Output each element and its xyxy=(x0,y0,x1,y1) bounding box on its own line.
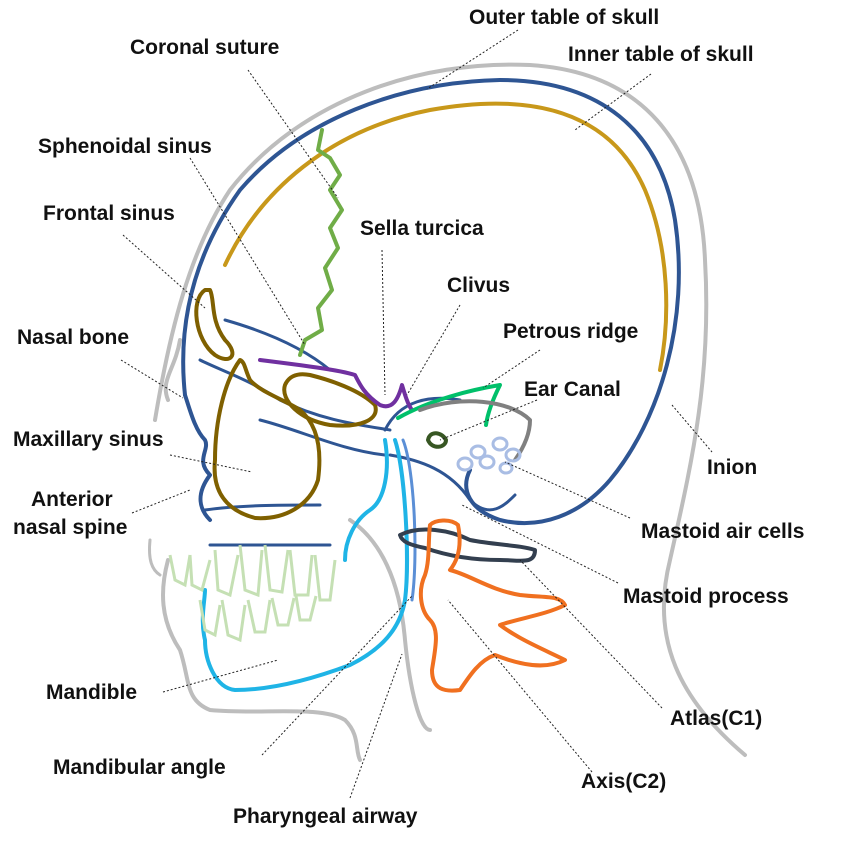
label-anterior-nasal-spine-line1: Anterior xyxy=(31,488,113,511)
label-petrous-ridge: Petrous ridge xyxy=(503,320,638,343)
atlas-c1 xyxy=(398,527,537,563)
label-ear-canal: Ear Canal xyxy=(524,378,621,401)
teeth xyxy=(168,544,337,643)
label-mandible: Mandible xyxy=(46,681,137,704)
label-mastoid-air-cells: Mastoid air cells xyxy=(641,520,804,543)
mastoid-process-outline xyxy=(418,399,532,462)
ear-canal xyxy=(426,431,448,449)
label-sphenoidal-sinus: Sphenoidal sinus xyxy=(38,135,212,158)
label-coronal-suture: Coronal suture xyxy=(130,36,279,59)
label-inner-table: Inner table of skull xyxy=(568,43,754,66)
leader-lines xyxy=(120,29,713,799)
petrous-ridge xyxy=(396,383,502,427)
label-axis: Axis(C2) xyxy=(581,770,666,793)
coronal-suture xyxy=(298,128,344,357)
label-frontal-sinus: Frontal sinus xyxy=(43,202,175,225)
soft-tissue-outline xyxy=(148,62,747,762)
maxillary-sinus xyxy=(212,358,322,521)
label-anterior-nasal-spine-line2: nasal spine xyxy=(13,516,127,539)
label-nasal-bone: Nasal bone xyxy=(17,326,129,349)
label-mandibular-angle: Mandibular angle xyxy=(53,756,226,779)
label-pharyngeal-airway: Pharyngeal airway xyxy=(233,805,418,828)
outer-table-of-skull xyxy=(181,78,681,547)
inner-table-of-skull xyxy=(223,101,669,372)
label-atlas: Atlas(C1) xyxy=(670,707,762,730)
label-maxillary-sinus: Maxillary sinus xyxy=(13,428,164,451)
label-sella-turcica: Sella turcica xyxy=(360,217,484,240)
label-outer-table: Outer table of skull xyxy=(469,6,659,29)
axis-c2 xyxy=(418,518,567,693)
sella-turcica xyxy=(258,358,414,412)
label-mastoid-process: Mastoid process xyxy=(623,585,789,608)
pharyngeal-airway xyxy=(200,438,417,692)
label-clivus: Clivus xyxy=(447,274,510,297)
mastoid-air-cells xyxy=(456,436,522,475)
labels: Outer table of skull Coronal suture Inne… xyxy=(13,6,804,828)
label-inion: Inion xyxy=(707,456,757,479)
